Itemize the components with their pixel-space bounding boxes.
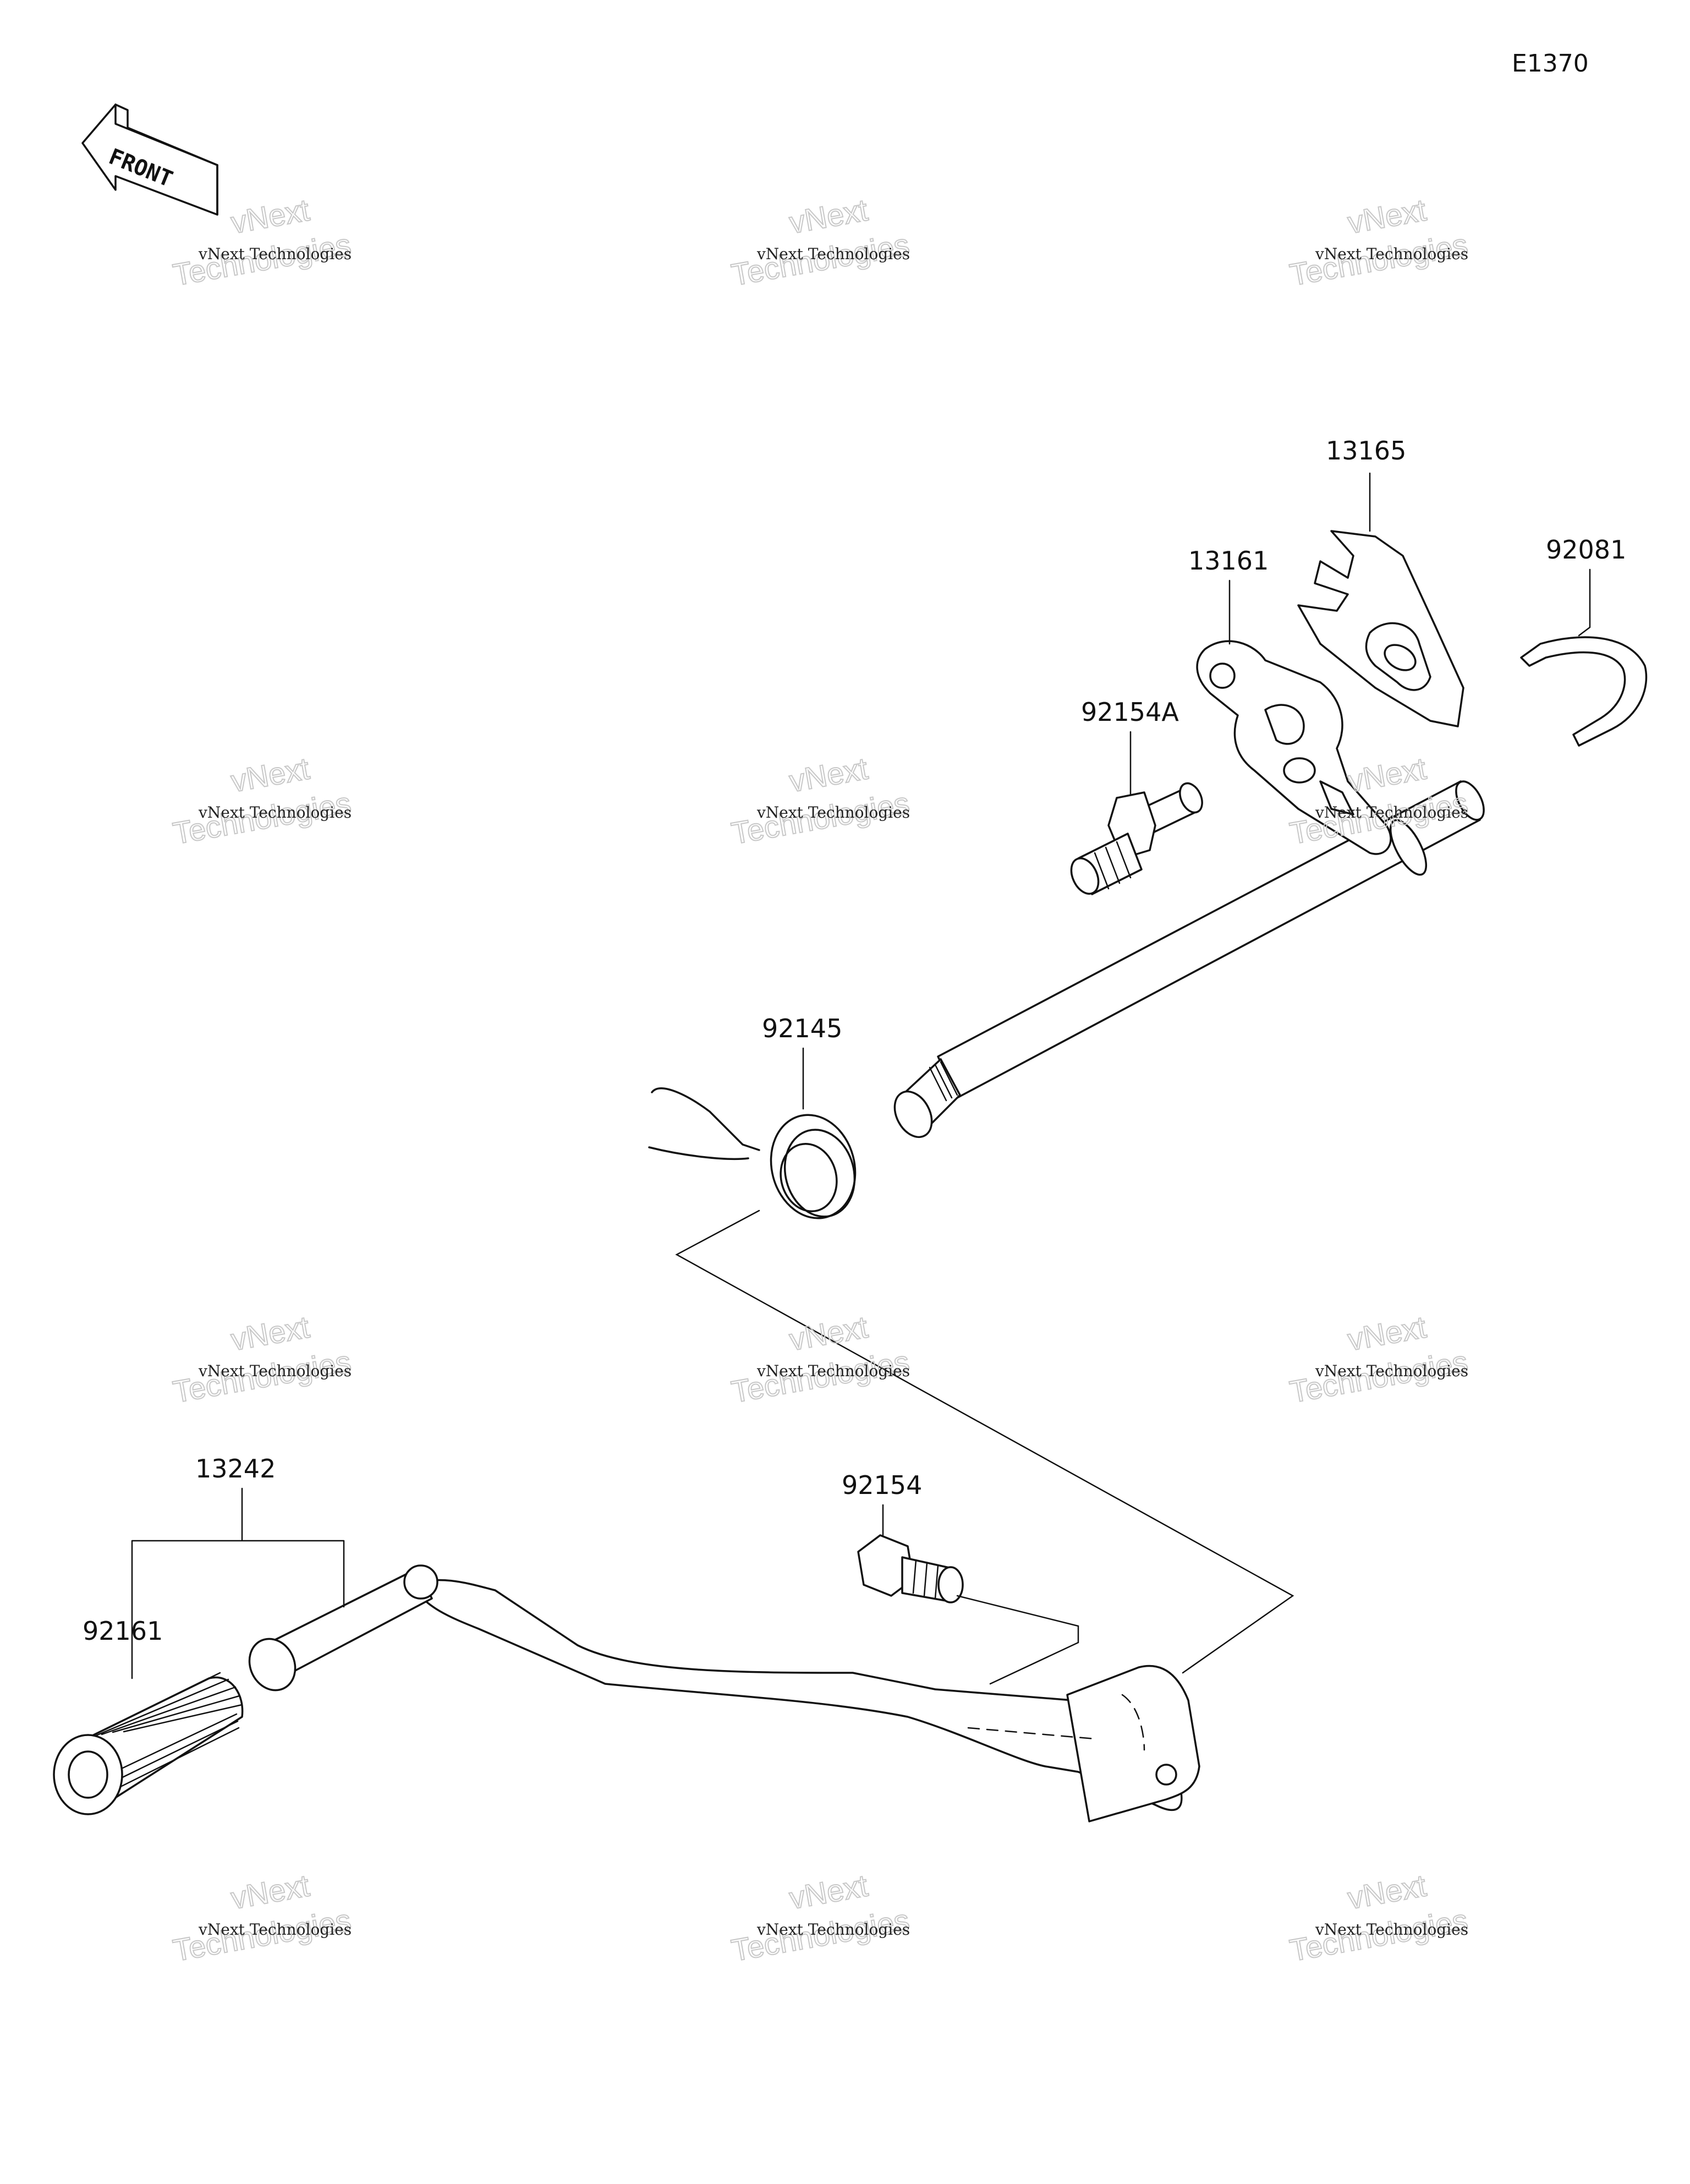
spring-clip: [1520, 636, 1648, 747]
watermark-big-1: vNext: [787, 751, 870, 798]
part-label-92145[interactable]: 92145: [762, 1014, 842, 1043]
shift-pedal: [248, 1564, 1200, 1822]
watermark-big-1: vNext: [787, 1868, 870, 1915]
watermark-big-1: vNext: [787, 1309, 870, 1357]
front-direction-arrow-icon: FRONT: [81, 103, 218, 216]
bolt-92154: [857, 1534, 964, 1603]
return-spring: [648, 1087, 857, 1219]
part-label-92154a[interactable]: 92154A: [1081, 697, 1179, 727]
shift-shaft: [893, 780, 1485, 1138]
watermark-big-1: vNext: [228, 1309, 312, 1357]
part-label-92081[interactable]: 92081: [1546, 535, 1626, 565]
part-label-13165[interactable]: 13165: [1326, 436, 1406, 466]
watermark-small: vNext Technologies: [1315, 803, 1468, 822]
watermark-small: vNext Technologies: [756, 1920, 910, 1939]
watermark-small: vNext Technologies: [1315, 1362, 1468, 1380]
watermark-small: vNext Technologies: [198, 803, 352, 822]
part-label-13242[interactable]: 13242: [195, 1454, 276, 1484]
watermark-big-1: vNext: [1345, 751, 1429, 798]
watermark-small: vNext Technologies: [756, 245, 910, 263]
watermark-small: vNext Technologies: [198, 1920, 352, 1939]
watermark-small: vNext Technologies: [756, 1362, 910, 1380]
leader-lines: [131, 472, 1591, 1685]
watermark-big-1: vNext: [1345, 192, 1429, 240]
pedal-rubber: [53, 1672, 244, 1815]
watermark-big-1: vNext: [228, 192, 312, 240]
plate: [1297, 530, 1464, 727]
watermark-big-1: vNext: [787, 192, 870, 240]
part-labels: 13165 92081 13161 92154A 92145 13242 921…: [83, 436, 1626, 1646]
watermark-big-1: vNext: [228, 1868, 312, 1915]
part-label-13161[interactable]: 13161: [1188, 546, 1269, 576]
part-label-92161[interactable]: 92161: [83, 1616, 163, 1646]
watermark-small: vNext Technologies: [198, 245, 352, 263]
watermark-big-1: vNext: [1345, 1868, 1429, 1915]
diagram-id: E1370: [1512, 50, 1589, 78]
watermark-small: vNext Technologies: [756, 803, 910, 822]
shift-arm: [1196, 640, 1392, 855]
watermark-big-1: vNext: [228, 751, 312, 798]
watermark-big-1: vNext: [1345, 1309, 1429, 1357]
watermark-small: vNext Technologies: [1315, 1920, 1468, 1939]
bolt-92154a: [1070, 782, 1203, 895]
watermark-small: vNext Technologies: [198, 1362, 352, 1380]
watermark-small: vNext Technologies: [1315, 245, 1468, 263]
part-label-92154[interactable]: 92154: [842, 1470, 922, 1500]
